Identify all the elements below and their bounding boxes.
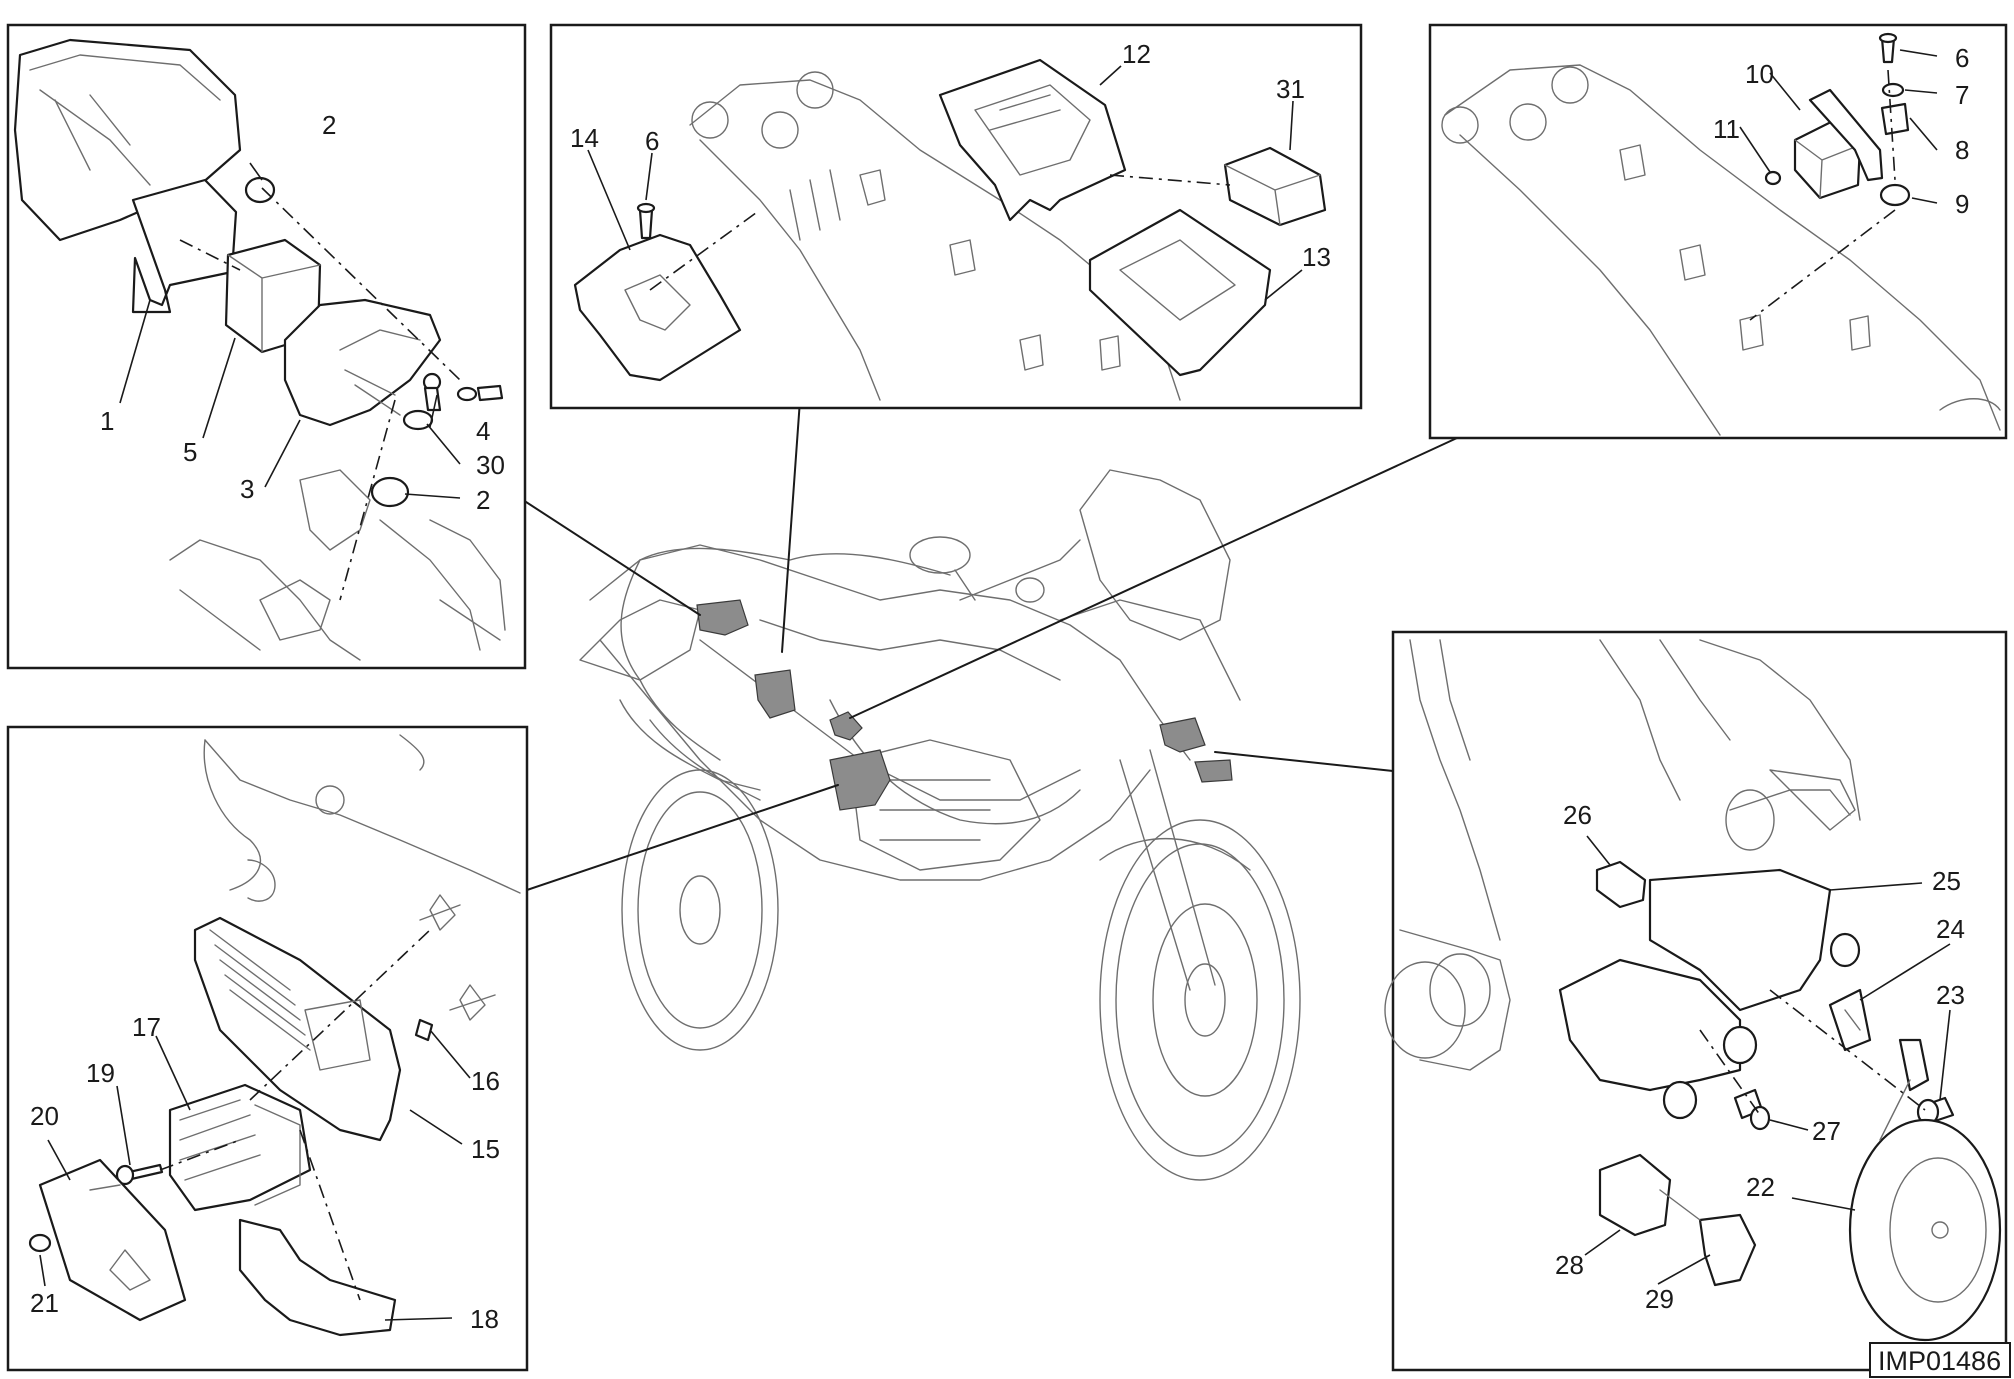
callout-label: 10 xyxy=(1745,59,1774,89)
diagram-code-box: IMP01486 xyxy=(1869,1342,2011,1378)
panel-bottom-left: 17 16 15 19 20 21 18 xyxy=(6,725,529,1372)
callout-label: 29 xyxy=(1645,1284,1674,1314)
callout-label: 5 xyxy=(183,437,197,467)
callout-label: 13 xyxy=(1302,242,1331,272)
callout-label: 2 xyxy=(322,110,336,140)
callout-label: 8 xyxy=(1955,135,1969,165)
callout-label: 4 xyxy=(476,416,490,446)
callout-label: 28 xyxy=(1555,1250,1584,1280)
callout-label: 25 xyxy=(1932,866,1961,896)
callout-label: 9 xyxy=(1955,189,1969,219)
callout-label: 16 xyxy=(471,1066,500,1096)
callout-label: 11 xyxy=(1713,114,1740,144)
panel-top-center: 12 31 14 6 13 xyxy=(549,23,1363,410)
callout-label: 6 xyxy=(1955,43,1969,73)
panel-top-right: 6 10 7 11 8 9 xyxy=(1428,23,2008,440)
panel-bottom-right: 26 25 24 23 27 22 28 29 xyxy=(1384,630,2008,1372)
callout-label: 22 xyxy=(1746,1172,1775,1202)
motorcycle-illustration xyxy=(579,469,1301,1181)
callout-label: 24 xyxy=(1936,914,1965,944)
diagram-code: IMP01486 xyxy=(1878,1346,2001,1376)
panel-top-left: 2 1 5 4 30 3 2 xyxy=(6,23,527,670)
callout-label: 30 xyxy=(476,450,505,480)
callout-label: 3 xyxy=(240,474,254,504)
panel-leader-lines xyxy=(522,399,1458,891)
callout-label: 23 xyxy=(1936,980,1965,1010)
callout-label: 14 xyxy=(570,123,599,153)
callout-label: 18 xyxy=(470,1304,499,1334)
callout-label: 19 xyxy=(86,1058,115,1088)
callout-label: 26 xyxy=(1563,800,1592,830)
callout-label: 27 xyxy=(1812,1116,1841,1146)
callout-label: 6 xyxy=(645,126,659,156)
callout-label: 12 xyxy=(1122,39,1151,69)
callout-label: 1 xyxy=(100,406,114,436)
callout-label: 15 xyxy=(471,1134,500,1164)
callout-label: 7 xyxy=(1955,80,1969,110)
callout-label: 2 xyxy=(476,485,490,515)
callout-label: 31 xyxy=(1276,74,1305,104)
callout-label: 17 xyxy=(132,1012,161,1042)
callout-label: 21 xyxy=(30,1288,59,1318)
callout-label: 20 xyxy=(30,1101,59,1131)
